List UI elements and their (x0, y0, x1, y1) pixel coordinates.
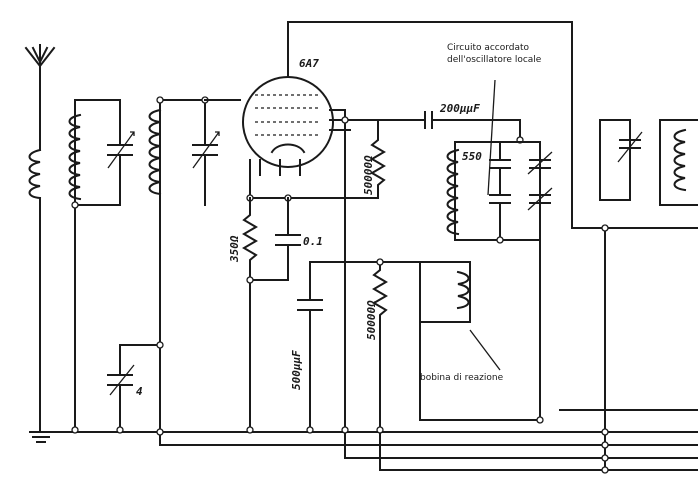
antenna-coil (28, 148, 42, 433)
tube-label: 6A7 (299, 57, 319, 70)
ground-symbol (29, 431, 698, 443)
grid-resistor: 50000Ω (344, 119, 386, 199)
reaction-coil-label: bobina di reazione (420, 373, 504, 383)
coupling-capacitor: 200μμF (419, 102, 524, 144)
feedback-capacitor: 500μμF (290, 261, 421, 434)
trimmer-label: 4 (136, 385, 143, 398)
coupling-capacitor-label: 200μμF (439, 102, 480, 115)
antenna (24, 44, 56, 151)
reaction-coil: bobina di reazione (419, 261, 504, 383)
oscillator-note-line1: Circuito accordato (447, 43, 530, 53)
trimmer-capacitor: 4 (107, 341, 164, 431)
vacuum-tube-6a7: 6A7 (242, 57, 334, 176)
feedback-resistor-label: 50000Ω (365, 300, 378, 340)
grid-resistor-label: 50000Ω (362, 155, 375, 195)
cathode-resistor-label: 350Ω (228, 235, 241, 263)
feedback-resistor: 50000Ω (365, 258, 388, 431)
second-tuned-circuit (148, 96, 241, 431)
oscillator-note-line2: dell'oscillatore locale (447, 55, 542, 65)
first-tuned-circuit (68, 99, 135, 431)
cathode-network: 350Ω 0.1 (228, 159, 346, 431)
tube-grid-connections (329, 109, 421, 431)
oscillator-tuned-circuit: 550 Circuito accordato dell'oscillatore … (446, 43, 553, 244)
supply-bus-lines (71, 239, 698, 474)
plate-supply-line (287, 21, 698, 229)
oscillator-cap-label: 550 (462, 150, 482, 163)
cathode-bypass-label: 0.1 (303, 235, 323, 248)
feedback-capacitor-label: 500μμF (290, 350, 303, 390)
output-transformer (599, 119, 698, 471)
